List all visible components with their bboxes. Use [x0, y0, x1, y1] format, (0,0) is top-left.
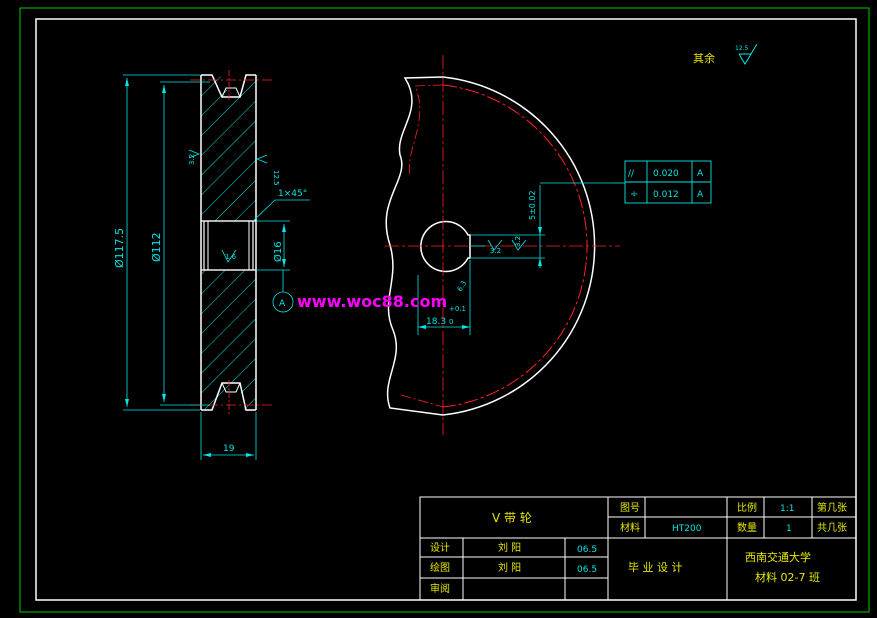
outer-frame [19, 7, 870, 613]
class-name: 材料 02-7 班 [755, 570, 820, 584]
surface-note-value: 12.5 [735, 45, 749, 52]
roughness-symbol-icon [487, 239, 527, 251]
tol2-symbol: ÷ [630, 189, 638, 200]
quantity-value: 1 [786, 524, 792, 534]
datum-label: A [279, 299, 286, 309]
end-view [385, 55, 620, 435]
dim-keyway-tol-low: 0 [449, 318, 453, 326]
roughness-groove: 3.2 [188, 154, 196, 165]
scale-label: 比例 [737, 501, 757, 514]
roughness-symbol-icon [738, 43, 758, 65]
title-block-grid [419, 496, 857, 601]
tol1-value: 0.020 [653, 169, 679, 179]
review-label: 审阅 [430, 582, 450, 595]
end-view-dimensions [417, 182, 625, 335]
draw-date: 06.5 [577, 565, 597, 575]
total-label: 共几张 [817, 522, 847, 534]
dimension-arrows [125, 78, 286, 457]
design-name: 刘 阳 [498, 542, 521, 554]
roughness-key1: 3.2 [490, 247, 501, 255]
section-view [190, 70, 275, 415]
surface-note-label: 其余 [693, 51, 715, 65]
dim-pitch-diameter: Ø112 [150, 232, 163, 262]
end-dim-arrows [418, 227, 542, 329]
tol2-datum: A [697, 190, 704, 200]
project-name: 毕 业 设 计 [628, 561, 683, 574]
material-value: HT200 [672, 524, 702, 534]
watermark: www.woc88.com [297, 292, 447, 311]
drawing-no-label: 图号 [620, 502, 640, 514]
roughness-key2: 3.2 [514, 236, 522, 247]
draw-label: 绘图 [430, 561, 450, 574]
quantity-label: 数量 [737, 521, 757, 534]
dim-outer-diameter: Ø117.5 [113, 228, 126, 268]
design-label: 设计 [430, 541, 450, 554]
section-dimensions [123, 74, 310, 460]
dim-bore-diameter: Ø16 [272, 241, 284, 262]
roughness-symbol-icon [188, 149, 268, 263]
dim-keyway-width: 5±0.02 [528, 190, 537, 220]
draw-name: 刘 阳 [498, 562, 521, 574]
dim-width: 19 [223, 444, 235, 454]
design-date: 06.5 [577, 545, 597, 555]
dim-keyway-tol: +0.1 [449, 305, 466, 313]
roughness-face: 12.5 [272, 170, 280, 186]
dim-keyway-depth: 18.3 [426, 317, 446, 327]
part-name: V 带 轮 [492, 511, 532, 525]
dim-chamfer: 1×45° [278, 189, 307, 199]
tolerance-frame [624, 160, 712, 204]
tol1-symbol: // [628, 169, 635, 179]
material-label: 材料 [620, 521, 640, 534]
scale-value: 1:1 [780, 504, 794, 514]
tol1-datum: A [697, 169, 704, 179]
roughness-bore: 1.6 [225, 253, 237, 261]
roughness-key3: 6.3 [456, 279, 468, 293]
sheet-label: 第几张 [817, 501, 847, 514]
school-name: 西南交通大学 [745, 550, 811, 564]
tol2-value: 0.012 [653, 190, 679, 200]
